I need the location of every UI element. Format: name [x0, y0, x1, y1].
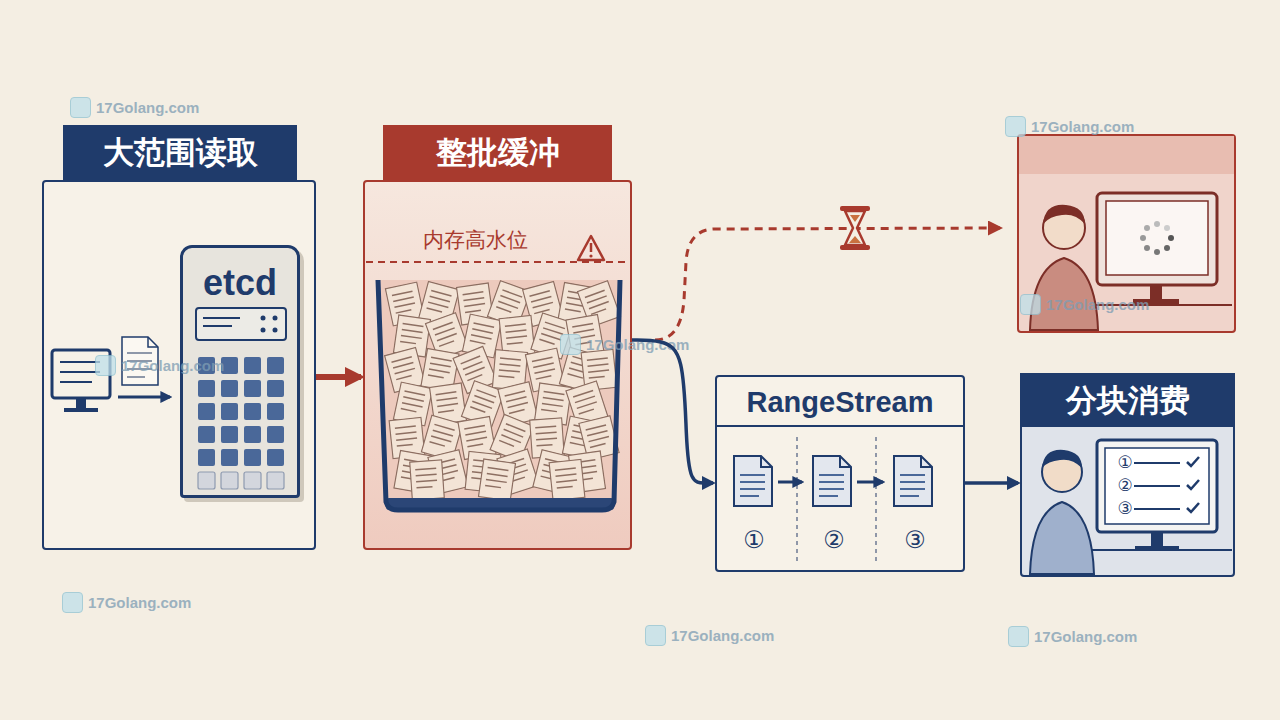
- process-box: RangeStream ① ② ③: [715, 375, 965, 572]
- watermark: 17Golang.com: [62, 592, 191, 614]
- hourglass-symbol: [840, 206, 870, 250]
- step-number: ③: [900, 527, 930, 553]
- flow-arrow: [632, 340, 713, 483]
- watermark: 17Golang.com: [1020, 294, 1149, 316]
- step-number: ②: [819, 527, 849, 553]
- server-label: etcd: [183, 262, 297, 304]
- waiting-user-panel: [1043, 207, 1085, 249]
- threshold-note: 内存高水位: [385, 226, 565, 254]
- stage-panel: 整批缓冲内存高水位: [363, 180, 632, 550]
- waiting-user-panel: [1168, 235, 1174, 241]
- panel-heading: 大范围读取: [63, 125, 297, 180]
- watermark: 17Golang.com: [70, 97, 199, 119]
- panel-heading: 分块消费: [1020, 373, 1235, 427]
- hourglass-symbol: [845, 211, 865, 245]
- waiting-user-panel: [1019, 136, 1234, 174]
- waiting-user-panel: [1018, 135, 1235, 332]
- waiting-user-panel: [1164, 245, 1170, 251]
- step-number: ①: [739, 527, 769, 553]
- panel-heading: 整批缓冲: [383, 125, 612, 180]
- waiting-user-panel: [1154, 221, 1160, 227]
- watermark: 17Golang.com: [1005, 116, 1134, 138]
- flow-arrow: [965, 481, 1018, 485]
- flow-arrow: [316, 374, 361, 380]
- hourglass-symbol: [840, 206, 870, 211]
- watermark: 17Golang.com: [645, 625, 774, 647]
- watermark: 17Golang.com: [1008, 626, 1137, 648]
- stage-panel: 分块消费①②③: [1020, 425, 1235, 577]
- step-number: ③: [1110, 499, 1140, 518]
- watermark: 17Golang.com: [95, 355, 224, 377]
- waiting-user-panel: [1154, 249, 1160, 255]
- waiting-user-panel: [1150, 285, 1162, 299]
- hourglass-symbol: [840, 245, 870, 250]
- waiting-user-panel: [1140, 235, 1146, 241]
- watermark: 17Golang.com: [560, 334, 689, 356]
- waiting-user-panel: [1018, 135, 1235, 332]
- waiting-user-panel: [1144, 245, 1150, 251]
- waiting-user-panel: [1106, 201, 1208, 275]
- step-number: ①: [1110, 453, 1140, 472]
- waiting-user-panel: [1097, 193, 1217, 285]
- hourglass-symbol: [849, 236, 861, 243]
- hourglass-symbol: [850, 215, 860, 222]
- waiting-user-panel: [1164, 225, 1170, 231]
- box-title: RangeStream: [717, 377, 963, 427]
- waiting-branch: [655, 228, 1000, 340]
- step-number: ②: [1110, 476, 1140, 495]
- waiting-user-panel: [1043, 205, 1085, 224]
- waiting-user-panel: [1144, 225, 1150, 231]
